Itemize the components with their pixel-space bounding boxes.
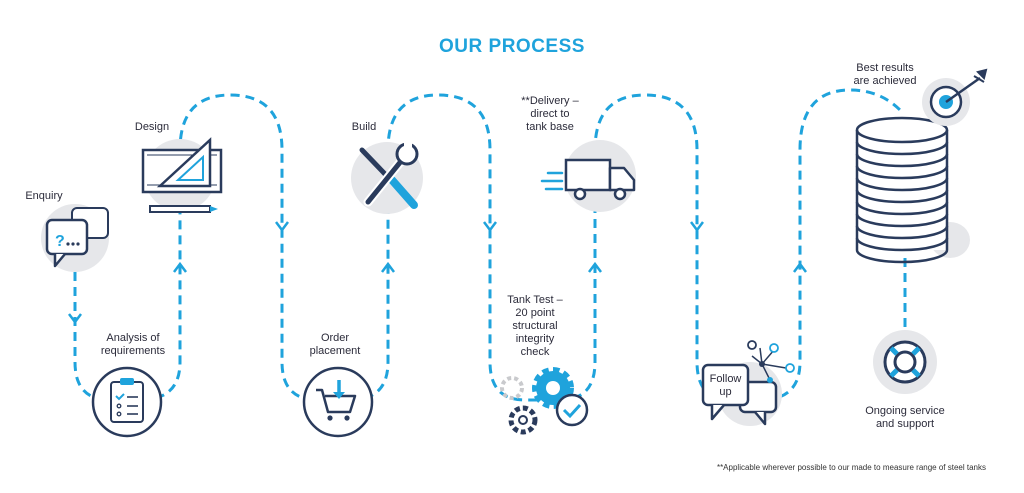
step-order-line-2: placement: [309, 345, 361, 357]
step-tank-test-line-4: integrity: [515, 333, 555, 345]
step-ongoing-label: Ongoing service and support: [850, 405, 960, 431]
step-analysis-line-2: requirements: [100, 345, 166, 357]
lifebuoy-icon: [873, 330, 937, 394]
arrow-down-4: [690, 221, 704, 233]
step-tank-test-line-1: Tank Test –: [507, 294, 563, 306]
arrow-down-1: [68, 313, 82, 325]
wrench-screwdriver-icon: [351, 142, 423, 214]
step-design-label: Design: [134, 121, 170, 133]
svg-text:?: ?: [55, 233, 65, 250]
steel-tank-icon: [855, 116, 970, 264]
step-analysis-label: Analysis of requirements: [88, 332, 178, 358]
step-order-label: Order placement: [295, 332, 375, 358]
step-order-line-1: Order: [320, 332, 350, 344]
step-analysis-line-1: Analysis of: [106, 332, 160, 344]
step-tank-test-line-5: check: [520, 346, 550, 358]
shopping-cart-download-icon: [302, 366, 374, 438]
arrow-up-2: [381, 261, 395, 273]
page-title: OUR PROCESS: [439, 36, 585, 57]
arrow-up-1: [173, 261, 187, 273]
clipboard-checklist-icon: [91, 366, 163, 438]
arrow-down-3: [483, 221, 497, 233]
step-best-results-line-1: Best results: [856, 62, 914, 74]
step-tank-test-label: Tank Test – 20 point structural integrit…: [500, 294, 570, 359]
step-ongoing-line-2: and support: [875, 418, 935, 430]
step-follow-up-line-1: Follow: [709, 373, 742, 385]
arrow-down-2: [275, 221, 289, 233]
step-build-label: Build: [351, 121, 377, 133]
step-delivery-line-1: **Delivery –: [521, 95, 579, 107]
step-enquiry-label: Enquiry: [25, 190, 63, 202]
step-ongoing-line-1: Ongoing service: [865, 405, 945, 417]
process-path: [73, 88, 902, 402]
step-delivery-label: **Delivery – direct to tank base: [510, 95, 590, 134]
arrow-up-4: [793, 261, 807, 273]
chat-bubbles-network-icon: [701, 340, 795, 426]
step-tank-test-line-3: structural: [512, 320, 558, 332]
delivery-truck-icon: [540, 140, 636, 212]
step-follow-up-line-2: up: [719, 386, 732, 398]
step-follow-up-label: Follow up: [703, 373, 748, 399]
footnote: **Applicable wherever possible to our ma…: [716, 463, 986, 472]
target-arrow-icon: [922, 68, 988, 126]
step-delivery-line-2: direct to: [530, 108, 570, 120]
question-speech-bubbles-icon: ?: [41, 204, 109, 272]
step-tank-test-line-2: 20 point: [515, 307, 555, 319]
arrow-up-3: [588, 261, 602, 273]
blueprint-set-square-icon: [141, 137, 223, 213]
step-best-results-label: Best results are achieved: [840, 62, 930, 88]
step-delivery-line-3: tank base: [526, 121, 574, 133]
gears-check-icon: [500, 367, 589, 435]
step-best-results-line-2: are achieved: [853, 75, 917, 87]
